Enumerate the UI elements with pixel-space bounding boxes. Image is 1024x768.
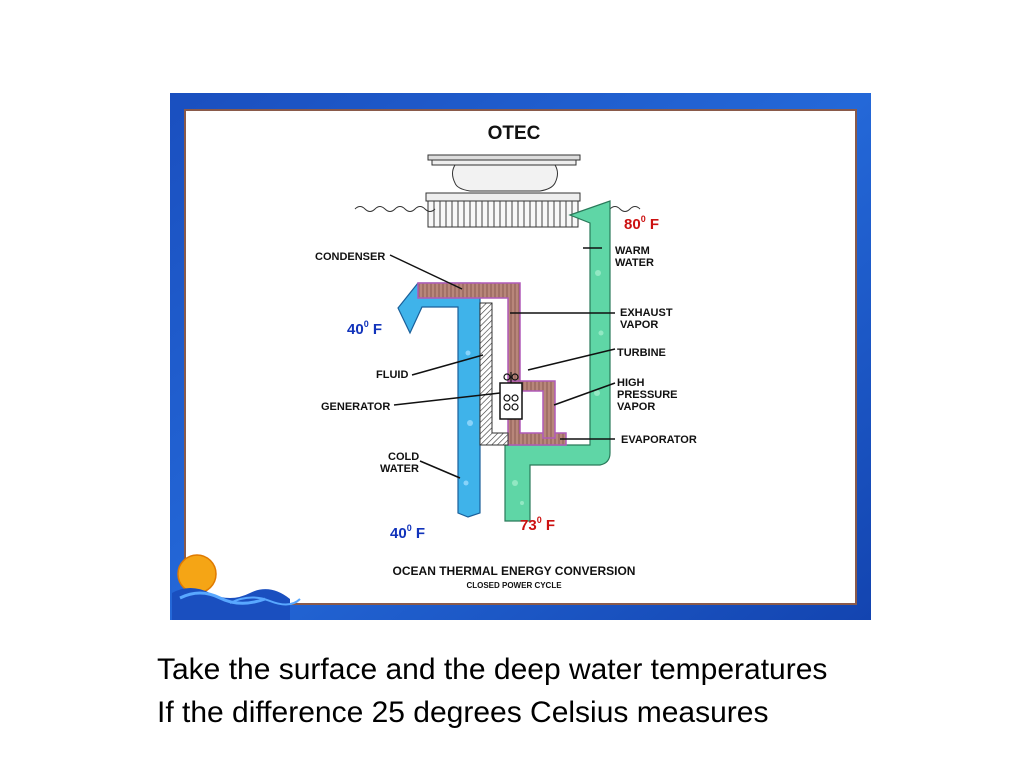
fluid-pipe [479,302,509,446]
exhaust-vapor-label-2: VAPOR [620,319,658,331]
slide-caption: Take the surface and the deep water temp… [157,648,977,734]
sea-surface-right [609,206,641,212]
warm-water-label-2: WATER [615,257,654,269]
high-pressure-label-2: PRESSURE [617,389,678,401]
generator-icon [499,382,523,420]
waves-icon [172,588,290,620]
platform [425,154,581,228]
condenser-label: CONDENSER [315,251,385,263]
otec-diagram-panel: OTEC [170,93,871,620]
caption-line-1: Take the surface and the deep water temp… [157,653,828,686]
diagram-title: OTEC [488,123,541,144]
temp-warm-in: 800 F [624,214,659,233]
evaporator-label: EVAPORATOR [621,434,697,446]
turbine-icon [503,372,519,383]
temp-cold-out: 400 F [390,523,425,542]
cold-water-label-2: WATER [380,463,419,475]
high-pressure-label-3: VAPOR [617,401,655,413]
footer-title: OCEAN THERMAL ENERGY CONVERSION [393,564,636,578]
fluid-label: FLUID [376,369,408,381]
turbine-label: TURBINE [617,347,666,359]
warm-water-label-1: WARM [615,245,650,257]
sun-icon [177,554,217,594]
exhaust-vapor-label-1: EXHAUST [620,307,673,319]
temp-warm-out: 730 F [520,515,555,534]
footer-subtitle: CLOSED POWER CYCLE [466,581,562,590]
high-pressure-label-1: HIGH [617,377,645,389]
cold-water-label-1: COLD [388,451,419,463]
generator-label: GENERATOR [321,401,390,413]
condenser-pipe [417,282,567,446]
sea-surface-left [354,206,436,212]
temp-cold-in: 400 F [347,319,382,338]
warm-water-pipe [504,200,611,522]
otec-diagram: OTEC [170,93,871,620]
caption-line-2: If the difference 25 degrees Celsius mea… [157,696,769,729]
leader-lines [389,247,616,479]
